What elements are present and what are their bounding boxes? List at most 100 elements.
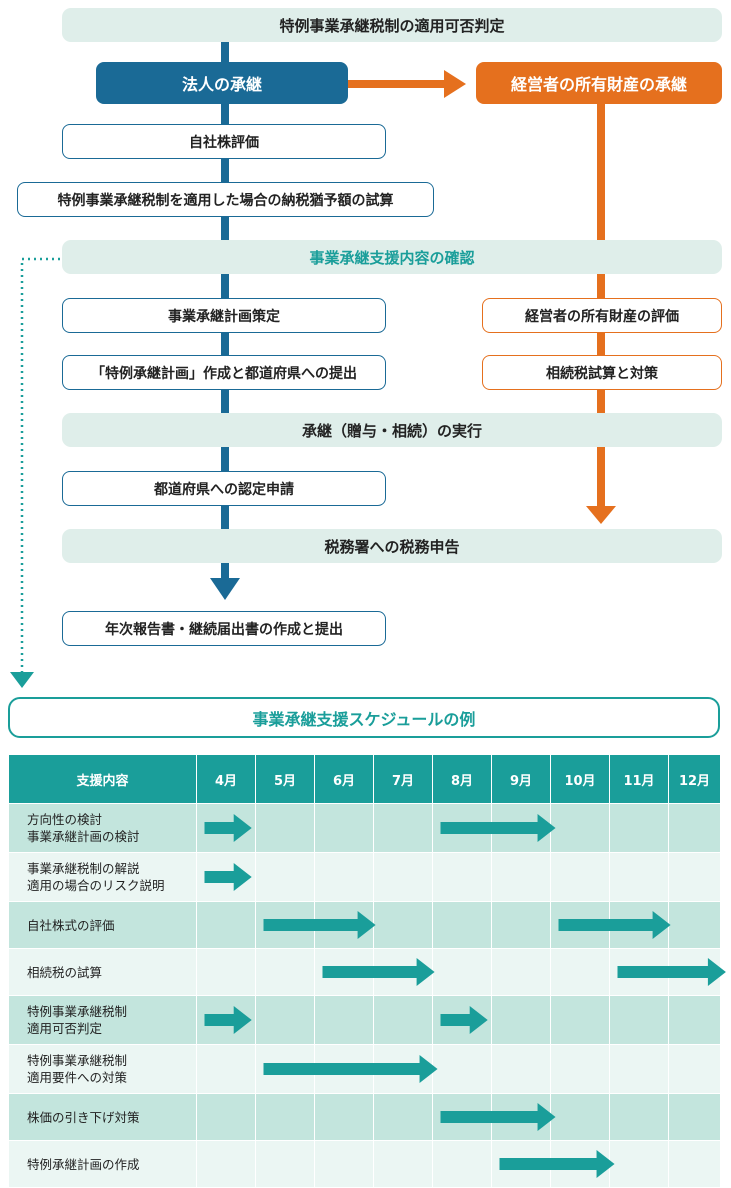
- schedule-cell: [609, 852, 669, 902]
- schedule-cell: [314, 1140, 374, 1188]
- schedule-cell: [432, 1044, 492, 1094]
- header-month: 12月: [668, 754, 721, 804]
- header-month: 5月: [255, 754, 315, 804]
- header-month: 4月: [196, 754, 256, 804]
- owner-eval-text: 経営者の所有財産の評価: [525, 308, 679, 325]
- schedule-row-label-line: 適用の場合のリスク説明: [27, 878, 165, 893]
- schedule-cell: [373, 803, 433, 853]
- submit-box-text: 「特例承継計画」作成と都道府県への提出: [91, 365, 357, 382]
- schedule-cell: [255, 1093, 315, 1141]
- schedule-row-label: 特例事業承継税制適用要件への対策: [8, 1044, 197, 1094]
- support-content-band: 事業承継支援内容の確認: [62, 240, 722, 274]
- schedule-row-label-line: 特例事業承継税制: [27, 1053, 128, 1068]
- schedule-row-label-line: 事業承継計画の検討: [27, 829, 140, 844]
- support-band-text: 事業承継支援内容の確認: [309, 248, 475, 267]
- tax-filing-band: 税務署への税務申告: [62, 529, 722, 563]
- stock-valuation-text: 自社株評価: [189, 134, 259, 151]
- schedule-cell: [196, 1140, 256, 1188]
- schedule-cell: [255, 948, 315, 996]
- annual-report-box: 年次報告書・継続届出書の作成と提出: [62, 611, 386, 646]
- corp-header-text: 法人の承継: [181, 75, 262, 94]
- schedule-cell: [373, 901, 433, 949]
- schedule-cell: [668, 1044, 721, 1094]
- schedule-cell: [668, 995, 721, 1045]
- plan-box-text: 事業承継計画策定: [168, 308, 280, 325]
- schedule-arrow: [440, 1006, 488, 1034]
- schedule-arrow: [204, 863, 252, 891]
- schedule-cell: [373, 1093, 433, 1141]
- schedule-cell: [255, 995, 315, 1045]
- schedule-row-label-line: 事業承継税制の解説: [27, 861, 140, 876]
- schedule-cell: [196, 1093, 256, 1141]
- succession-plan-box: 事業承継計画策定: [62, 298, 386, 333]
- schedule-arrow: [440, 814, 556, 842]
- schedule-row-label-line: 特例承継計画の作成: [27, 1156, 140, 1172]
- header-month: 7月: [373, 754, 433, 804]
- schedule-cell: [255, 852, 315, 902]
- tax-estimate-text: 特例事業承継税制を適用した場合の納税猶予額の試算: [57, 192, 394, 209]
- schedule-row-label: 自社株式の評価: [8, 901, 197, 949]
- header-month: 8月: [432, 754, 492, 804]
- schedule-arrow: [204, 1006, 252, 1034]
- schedule-arrow: [617, 958, 726, 986]
- eligibility-text: 特例事業承継税制の適用可否判定: [279, 16, 505, 35]
- schedule-cell: [373, 852, 433, 902]
- schedule-arrow: [322, 958, 435, 986]
- tax-deferral-estimate-box: 特例事業承継税制を適用した場合の納税猶予額の試算: [17, 182, 434, 217]
- execution-band: 承継（贈与・相続）の実行: [62, 413, 722, 447]
- eligibility-band: 特例事業承継税制の適用可否判定: [62, 8, 722, 42]
- schedule-arrow: [558, 911, 671, 939]
- schedule-cell: [491, 852, 551, 902]
- schedule-row-label-line: 自社株式の評価: [27, 917, 115, 933]
- schedule-row-label-line: 適用可否判定: [27, 1021, 103, 1036]
- schedule-cell: [668, 1093, 721, 1141]
- stock-valuation-box: 自社株評価: [62, 124, 386, 159]
- corp-succession-header: 法人の承継: [96, 62, 348, 104]
- schedule-cell: [550, 948, 610, 996]
- schedule-cell: [432, 948, 492, 996]
- header-month: 9月: [491, 754, 551, 804]
- schedule-cell: [609, 1140, 669, 1188]
- schedule-title: 事業承継支援スケジュールの例: [8, 697, 720, 738]
- schedule-cell: [196, 948, 256, 996]
- schedule-cell: [491, 995, 551, 1045]
- schedule-row: 特例事業承継税制適用要件への対策: [8, 1044, 721, 1094]
- schedule-row-label: 方向性の検討事業承継計画の検討: [8, 803, 197, 853]
- inherit-box-text: 相続税試算と対策: [546, 365, 658, 382]
- schedule-arrow: [263, 911, 376, 939]
- schedule-row-label: 事業承継税制の解説適用の場合のリスク説明: [8, 852, 197, 902]
- schedule-cell: [432, 852, 492, 902]
- schedule-cell: [314, 995, 374, 1045]
- tax-band-text: 税務署への税務申告: [324, 537, 460, 556]
- schedule-arrow: [204, 814, 252, 842]
- schedule-cell: [314, 803, 374, 853]
- header-month: 10月: [550, 754, 610, 804]
- schedule-cell: [314, 1093, 374, 1141]
- schedule-cell: [196, 901, 256, 949]
- execute-band-text: 承継（贈与・相続）の実行: [301, 421, 482, 440]
- schedule-row-label-line: 適用要件への対策: [27, 1070, 128, 1085]
- schedule-title-text: 事業承継支援スケジュールの例: [252, 709, 476, 729]
- schedule-header-row: 支援内容 4月 5月 6月 7月 8月 9月 10月 11月 12月: [8, 754, 721, 804]
- schedule-cell: [668, 852, 721, 902]
- schedule-row-label-line: 相続税の試算: [27, 964, 103, 980]
- schedule-table: 支援内容 4月 5月 6月 7月 8月 9月 10月 11月 12月 方向性の検…: [8, 754, 721, 1188]
- schedule-row-label: 特例承継計画の作成: [8, 1140, 197, 1188]
- apply-box-text: 都道府県への認定申請: [154, 481, 294, 498]
- schedule-arrow: [499, 1150, 615, 1178]
- schedule-row-label-line: 株価の引き下げ対策: [27, 1109, 140, 1125]
- schedule-row-label-line: 方向性の検討: [27, 812, 103, 827]
- schedule-cell: [314, 852, 374, 902]
- schedule-cell: [550, 1093, 610, 1141]
- schedule-row: 特例承継計画の作成: [8, 1140, 721, 1188]
- header-support-content: 支援内容: [8, 754, 197, 804]
- schedule-cell: [609, 803, 669, 853]
- header-month: 6月: [314, 754, 374, 804]
- owner-header-text: 経営者の所有財産の承継: [510, 75, 687, 94]
- schedule-row: 事業承継税制の解説適用の場合のリスク説明: [8, 852, 721, 902]
- report-box-text: 年次報告書・継続届出書の作成と提出: [105, 621, 343, 638]
- owner-assets-header: 経営者の所有財産の承継: [476, 62, 722, 104]
- schedule-cell: [550, 803, 610, 853]
- schedule-cell: [373, 995, 433, 1045]
